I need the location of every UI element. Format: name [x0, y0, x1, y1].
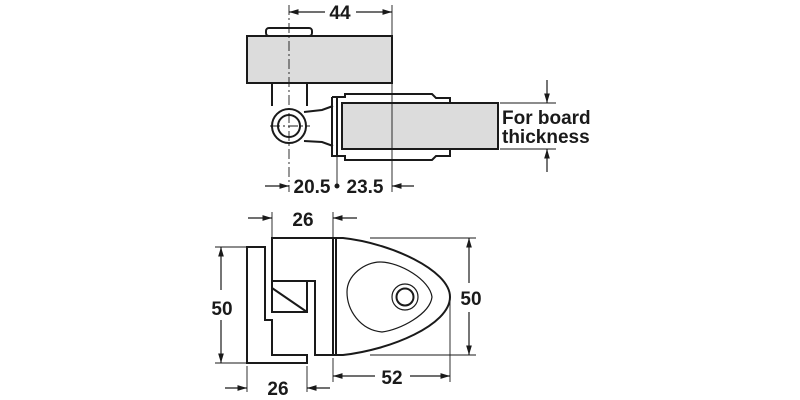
dim-20-5-label: 20.5 — [294, 177, 331, 198]
side-view: 26 50 50 52 26 — [211, 210, 481, 400]
dim-52-label: 52 — [381, 368, 402, 389]
dim-26-top-label: 26 — [292, 210, 313, 231]
clamp-teardrop — [332, 237, 452, 356]
upper-board — [246, 35, 393, 84]
dim-26-bottom-label: 26 — [267, 379, 288, 400]
dim-23-5-label: 23.5 — [347, 177, 384, 198]
inner-teardrop — [346, 261, 433, 333]
extension-lines — [336, 5, 556, 192]
hinge-connector — [303, 105, 334, 147]
top-view: 44 For board thickness 20.5 23.5 — [246, 3, 591, 198]
hinge-arm — [271, 83, 308, 106]
dim-50-right-label: 50 — [460, 289, 481, 310]
dim-44-label: 44 — [329, 3, 351, 24]
clamp-body — [331, 93, 451, 161]
extension-lines-bottom — [215, 212, 476, 392]
board-thickness-label-2: thickness — [502, 127, 590, 148]
screw-hole-inner — [395, 287, 415, 307]
dim-dot — [334, 183, 340, 189]
board-thickness-label-1: For board — [502, 108, 591, 129]
centerline — [270, 5, 310, 192]
mounting-plate-l — [246, 246, 308, 364]
screw-hole-outer — [391, 283, 419, 311]
hinge-wedge — [271, 280, 308, 313]
lower-board — [341, 102, 499, 150]
hinge-block — [271, 237, 334, 356]
dim-50-left-label: 50 — [211, 299, 232, 320]
